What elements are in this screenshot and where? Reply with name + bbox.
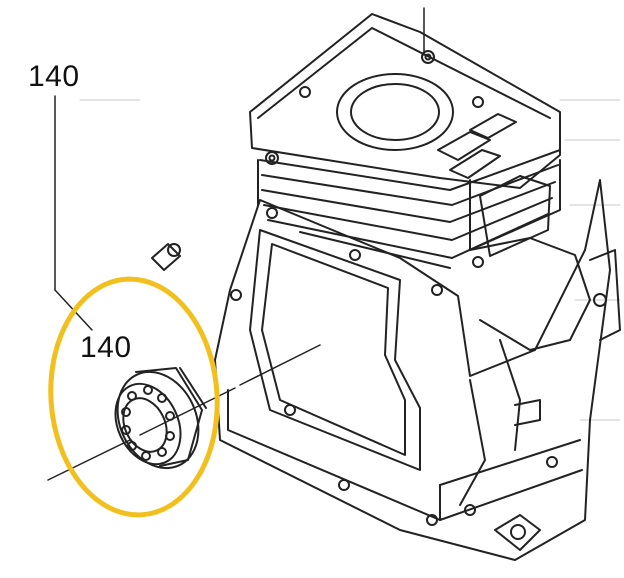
callout-label-mid: 140	[80, 331, 132, 364]
highlight-ring	[48, 276, 220, 518]
dowel-pin	[151, 243, 181, 271]
callout-label-top: 140	[28, 60, 80, 93]
shaft-axis-line	[47, 344, 321, 481]
ball-bearing	[114, 367, 207, 470]
crankcase	[214, 179, 621, 561]
cooling-fins	[257, 149, 561, 269]
cylinder-head	[249, 13, 561, 189]
faint-background-text	[79, 99, 621, 421]
